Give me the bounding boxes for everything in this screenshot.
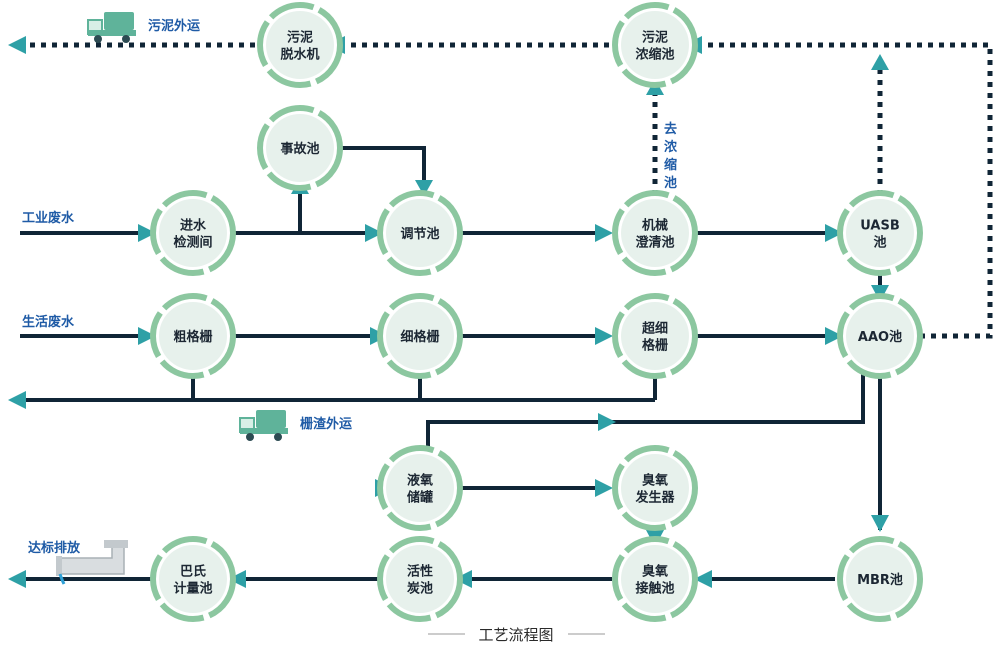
node-cugeshan: 粗格栅: [150, 293, 236, 379]
node-mbr: MBR池: [837, 536, 923, 622]
node-label: 池: [873, 235, 886, 251]
node-shigu: 事故池: [257, 105, 343, 191]
arrow-right: [138, 327, 156, 345]
node-label: 接触池: [635, 581, 674, 597]
dump-truck-icon: [87, 12, 136, 43]
node-label: 事故池: [280, 141, 319, 157]
outlet-pipe-icon: [56, 540, 128, 585]
node-label: 发生器: [634, 490, 675, 506]
arrow-right: [825, 224, 843, 242]
node-label: UASB: [860, 219, 900, 234]
arrow-right: [138, 224, 156, 242]
node-label: 活性: [407, 564, 433, 580]
node-label: 格栅: [642, 338, 668, 354]
arrow-down: [415, 180, 433, 196]
arrow-up: [871, 54, 889, 70]
node-label: 进水: [180, 218, 207, 234]
caption: 工艺流程图: [428, 626, 605, 644]
node-label: 机械: [642, 218, 668, 234]
node-label: 臭氧: [642, 564, 668, 580]
node-tiaojie: 调节池: [377, 190, 463, 276]
input-label-domestic: 生活废水: [22, 314, 75, 330]
node-label: 浓缩池: [635, 47, 674, 63]
node-label: 计量池: [173, 581, 212, 597]
svg-text:浓: 浓: [664, 139, 678, 155]
arrow-left: [8, 36, 26, 54]
output-label-discharge: 达标排放: [28, 540, 81, 556]
svg-text:缩: 缩: [664, 157, 677, 173]
node-label: 污泥: [287, 30, 313, 46]
arrow-left: [228, 570, 246, 588]
svg-text:工艺流程图: 工艺流程图: [478, 626, 553, 644]
arrow-right: [595, 327, 613, 345]
node-label: 炭池: [407, 581, 433, 597]
node-label: 储罐: [406, 490, 433, 506]
node-label: AAO池: [858, 329, 902, 345]
note-to-thickener: 去 浓 缩 池: [664, 121, 678, 191]
node-label: 液氧: [407, 473, 433, 489]
node-label: 粗格栅: [173, 329, 212, 345]
node-label: 检测间: [173, 235, 212, 251]
node-label: 脱水机: [280, 47, 319, 63]
input-label-industrial: 工业废水: [22, 210, 75, 226]
flow-lines: [20, 146, 882, 581]
dump-truck-icon: [239, 410, 288, 441]
arrow-left: [8, 570, 26, 588]
node-label: 超细: [642, 321, 668, 337]
node-label: 巴氏: [180, 565, 206, 580]
arrow-left: [8, 391, 26, 409]
node-label: 调节池: [400, 226, 439, 242]
node-label: 细格栅: [400, 329, 439, 345]
arrow-right: [595, 224, 613, 242]
svg-text:去: 去: [664, 121, 677, 137]
arrow-right: [595, 479, 613, 497]
arrow-left: [694, 570, 712, 588]
arrow-right: [825, 327, 843, 345]
node-label: MBR池: [857, 572, 903, 588]
node-label: 澄清池: [635, 235, 674, 251]
output-label-screenings: 栅渣外运: [300, 416, 352, 432]
svg-text:池: 池: [664, 175, 677, 191]
output-label-sludge: 污泥外运: [148, 18, 200, 34]
node-label: 臭氧: [642, 473, 668, 489]
nodes: 进水检测间事故池调节池机械澄清池UASB池粗格栅细格栅超细格栅AAO池污泥脱水机…: [150, 2, 923, 622]
node-aao: AAO池: [837, 293, 923, 379]
arrow-down: [871, 515, 889, 532]
arrow-right: [365, 224, 383, 242]
node-xigeshan: 细格栅: [377, 293, 463, 379]
sludge-lines: [20, 42, 993, 339]
node-label: 污泥: [642, 30, 668, 46]
arrow-right: [598, 413, 616, 431]
